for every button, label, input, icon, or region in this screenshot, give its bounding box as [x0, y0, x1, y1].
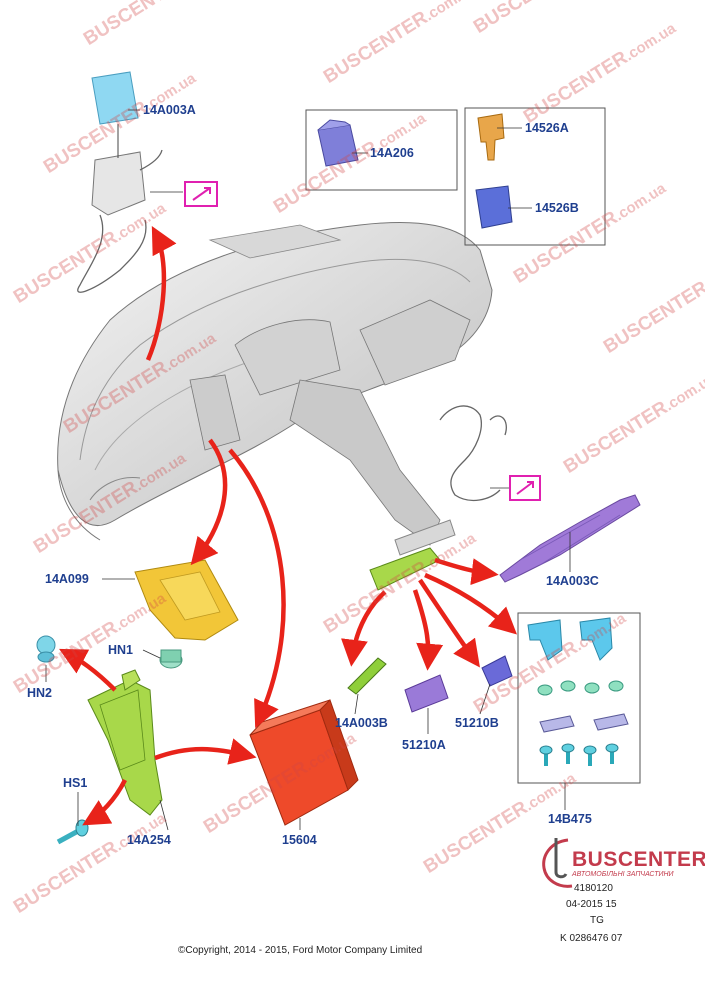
red-arrows [59, 226, 517, 826]
connector-14A003B [347, 657, 387, 695]
link-icon-center[interactable] [509, 475, 541, 501]
relay-14A206 [317, 119, 359, 167]
doc-info-line2: 04-2015 15 [566, 899, 617, 910]
harness-14A003A [77, 71, 163, 293]
bracket-14A254 [87, 669, 163, 816]
label-14A254: 14A254 [127, 833, 171, 847]
dashboard-panel [57, 221, 493, 546]
doc-info-line1: 4180120 [574, 883, 613, 894]
label-14A099: 14A099 [45, 572, 89, 586]
label-HN1: HN1 [108, 643, 134, 657]
harness-center [369, 405, 507, 591]
buscenter-logo [542, 838, 573, 888]
connector-51210B [481, 655, 513, 687]
label-14A003C: 14A003C [546, 574, 599, 588]
label-14B475: 14B475 [548, 812, 592, 826]
frame-14B475 [517, 612, 641, 784]
label-51210A: 51210A [402, 738, 446, 752]
logo-name: BUSCENTER [572, 848, 705, 871]
label-HN2: HN2 [27, 686, 53, 700]
kit-14B475-parts [527, 617, 629, 766]
label-14A003A: 14A003A [143, 103, 196, 117]
logo-tagline: АВТОМОБІЛЬНІ ЗАПЧАСТИНИ [572, 871, 674, 878]
frame-fuses [464, 107, 606, 246]
nut-HN2 [36, 635, 56, 663]
label-HS1: HS1 [63, 776, 88, 790]
leader-lines [45, 109, 571, 831]
fuse-14526A [477, 113, 505, 161]
label-15604: 15604 [282, 833, 317, 847]
label-51210B: 51210B [455, 716, 499, 730]
doc-info-line4: K 0286476 07 [560, 933, 623, 944]
nut-HN1 [159, 649, 183, 669]
frame-14A206 [305, 109, 458, 191]
label-14526B: 14526B [535, 201, 579, 215]
doc-info-line3: TG [590, 915, 604, 926]
label-14A003B: 14A003B [335, 716, 388, 730]
link-icon-top[interactable] [184, 181, 218, 207]
copyright-notice: ©Copyright, 2014 - 2015, Ford Motor Comp… [178, 945, 423, 956]
connector-51210A [404, 674, 449, 713]
fuse-14526B [475, 185, 513, 229]
label-14526A: 14526A [525, 121, 569, 135]
label-14A206: 14A206 [370, 146, 414, 160]
screw-HS1 [56, 819, 89, 845]
